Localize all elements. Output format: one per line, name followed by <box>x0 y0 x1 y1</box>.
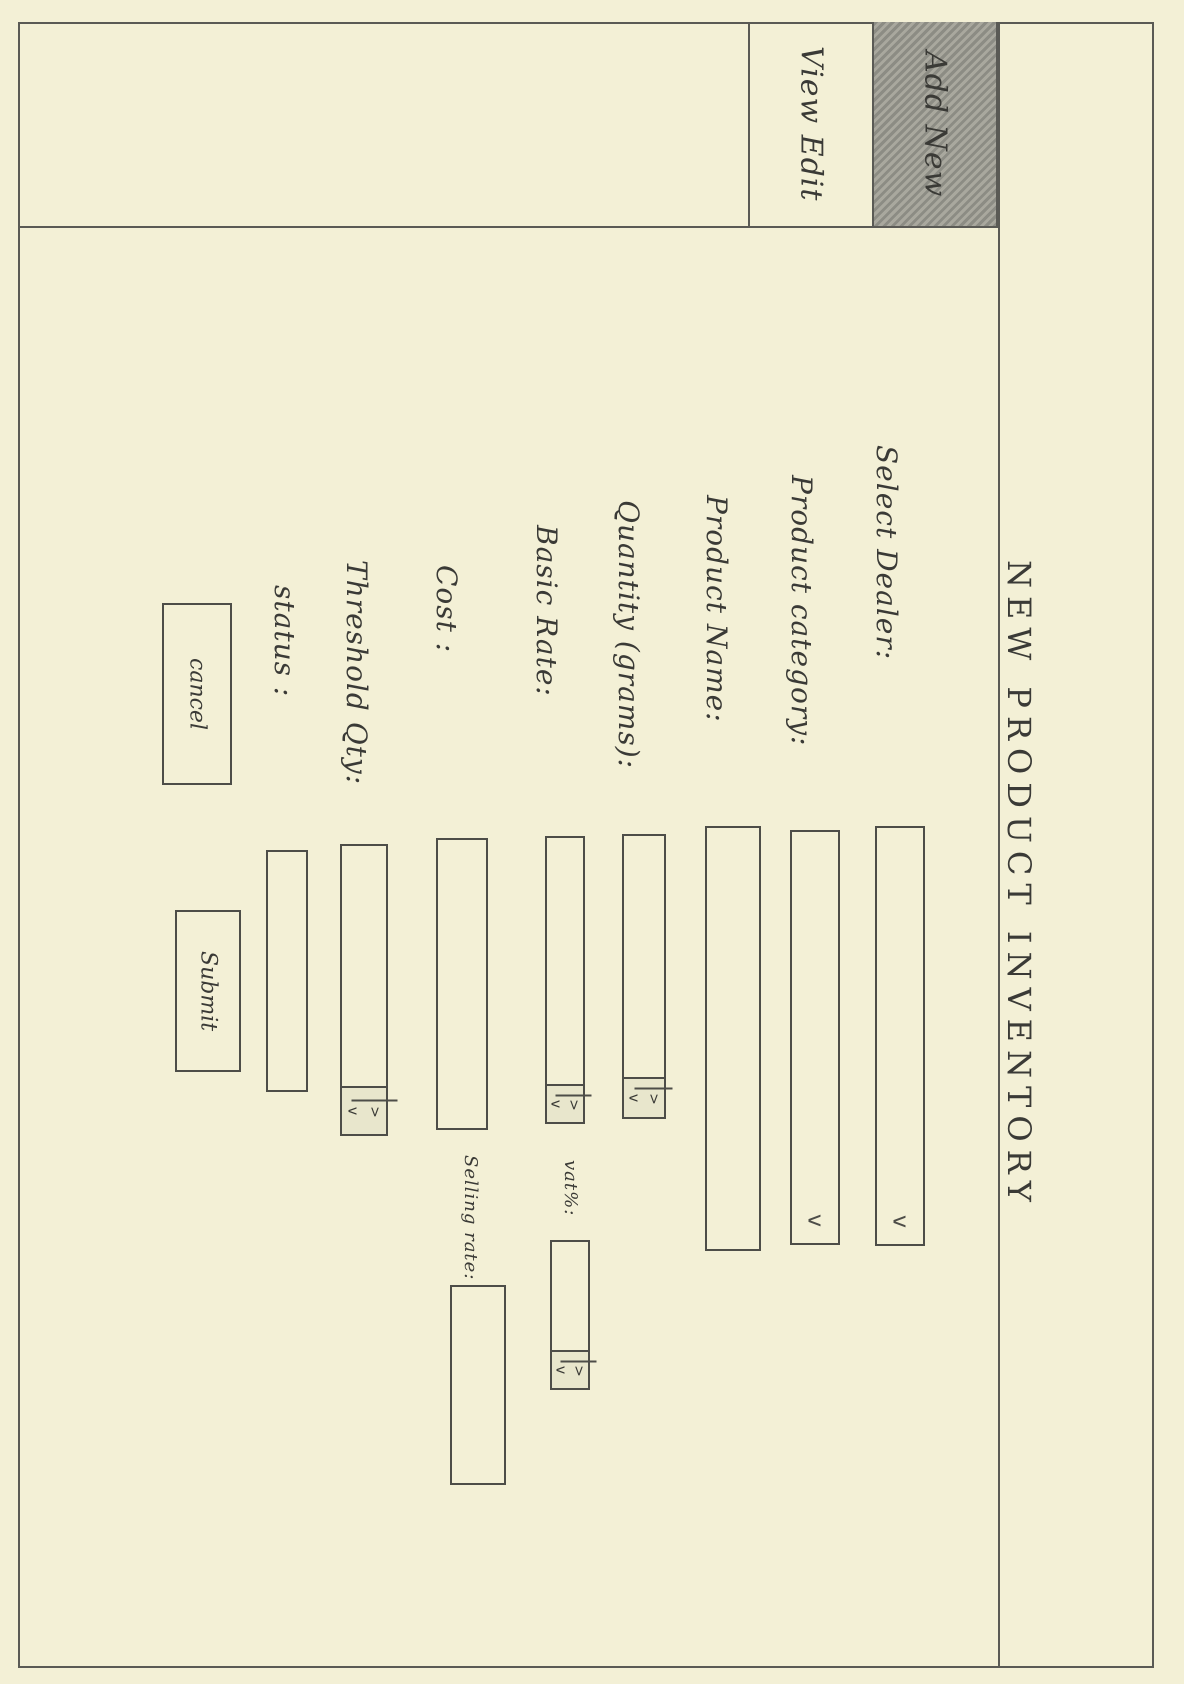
vat-stepper[interactable]: v > <box>550 1240 597 1390</box>
label-threshold-qty: Threshold Qty: <box>340 560 373 786</box>
cancel-button[interactable]: cancel <box>162 603 232 785</box>
vat-spin-buttons[interactable]: v > <box>550 1350 597 1390</box>
app-frame <box>18 22 1154 1668</box>
label-product-category: Product category: <box>785 475 818 747</box>
tab-view-edit-label: View Edit <box>793 46 829 202</box>
label-select-dealer: Select Dealer: <box>870 445 903 661</box>
label-status: status : <box>268 585 301 698</box>
basic-rate-spin-buttons[interactable]: v > <box>545 1084 592 1124</box>
tab-add-new[interactable]: Add New <box>872 22 998 226</box>
label-vat: vat%: <box>560 1160 581 1217</box>
quantity-stepper[interactable]: v > <box>622 834 673 1119</box>
nav-bar: View Edit Add New <box>18 22 998 228</box>
label-quantity: Quantity (grams): <box>612 500 645 770</box>
label-product-name: Product Name: <box>700 495 733 723</box>
tab-view-edit[interactable]: View Edit <box>748 22 872 226</box>
label-basic-rate: Basic Rate: <box>530 525 563 697</box>
cost-input[interactable] <box>436 838 488 1130</box>
label-selling-rate: Selling rate: <box>460 1155 481 1281</box>
tab-add-new-label: Add New <box>917 50 953 198</box>
cancel-button-label: cancel <box>184 658 210 730</box>
spin-up-icon[interactable]: > <box>351 1099 398 1123</box>
dealer-select[interactable]: v <box>875 826 925 1246</box>
spin-up-icon[interactable]: > <box>555 1094 592 1114</box>
spin-up-icon[interactable]: > <box>560 1360 597 1380</box>
selling-rate-input[interactable] <box>450 1285 506 1485</box>
product-name-input[interactable] <box>705 826 761 1251</box>
product-category-select[interactable]: v <box>790 830 840 1245</box>
threshold-spin-buttons[interactable]: v > <box>340 1086 398 1136</box>
chevron-down-icon: v <box>887 1214 913 1229</box>
submit-button-label: Submit <box>195 950 221 1032</box>
threshold-qty-stepper[interactable]: v > <box>340 844 398 1136</box>
spin-up-icon[interactable]: > <box>634 1087 673 1109</box>
submit-button[interactable]: Submit <box>175 910 241 1072</box>
chevron-down-icon: v <box>802 1213 828 1228</box>
title-divider <box>998 22 1000 1668</box>
label-cost: Cost : <box>430 565 463 654</box>
basic-rate-stepper[interactable]: v > <box>545 836 592 1124</box>
quantity-spin-buttons[interactable]: v > <box>622 1077 673 1119</box>
status-input[interactable] <box>266 850 308 1092</box>
page-title: New Product Inventory <box>1000 560 1038 1210</box>
